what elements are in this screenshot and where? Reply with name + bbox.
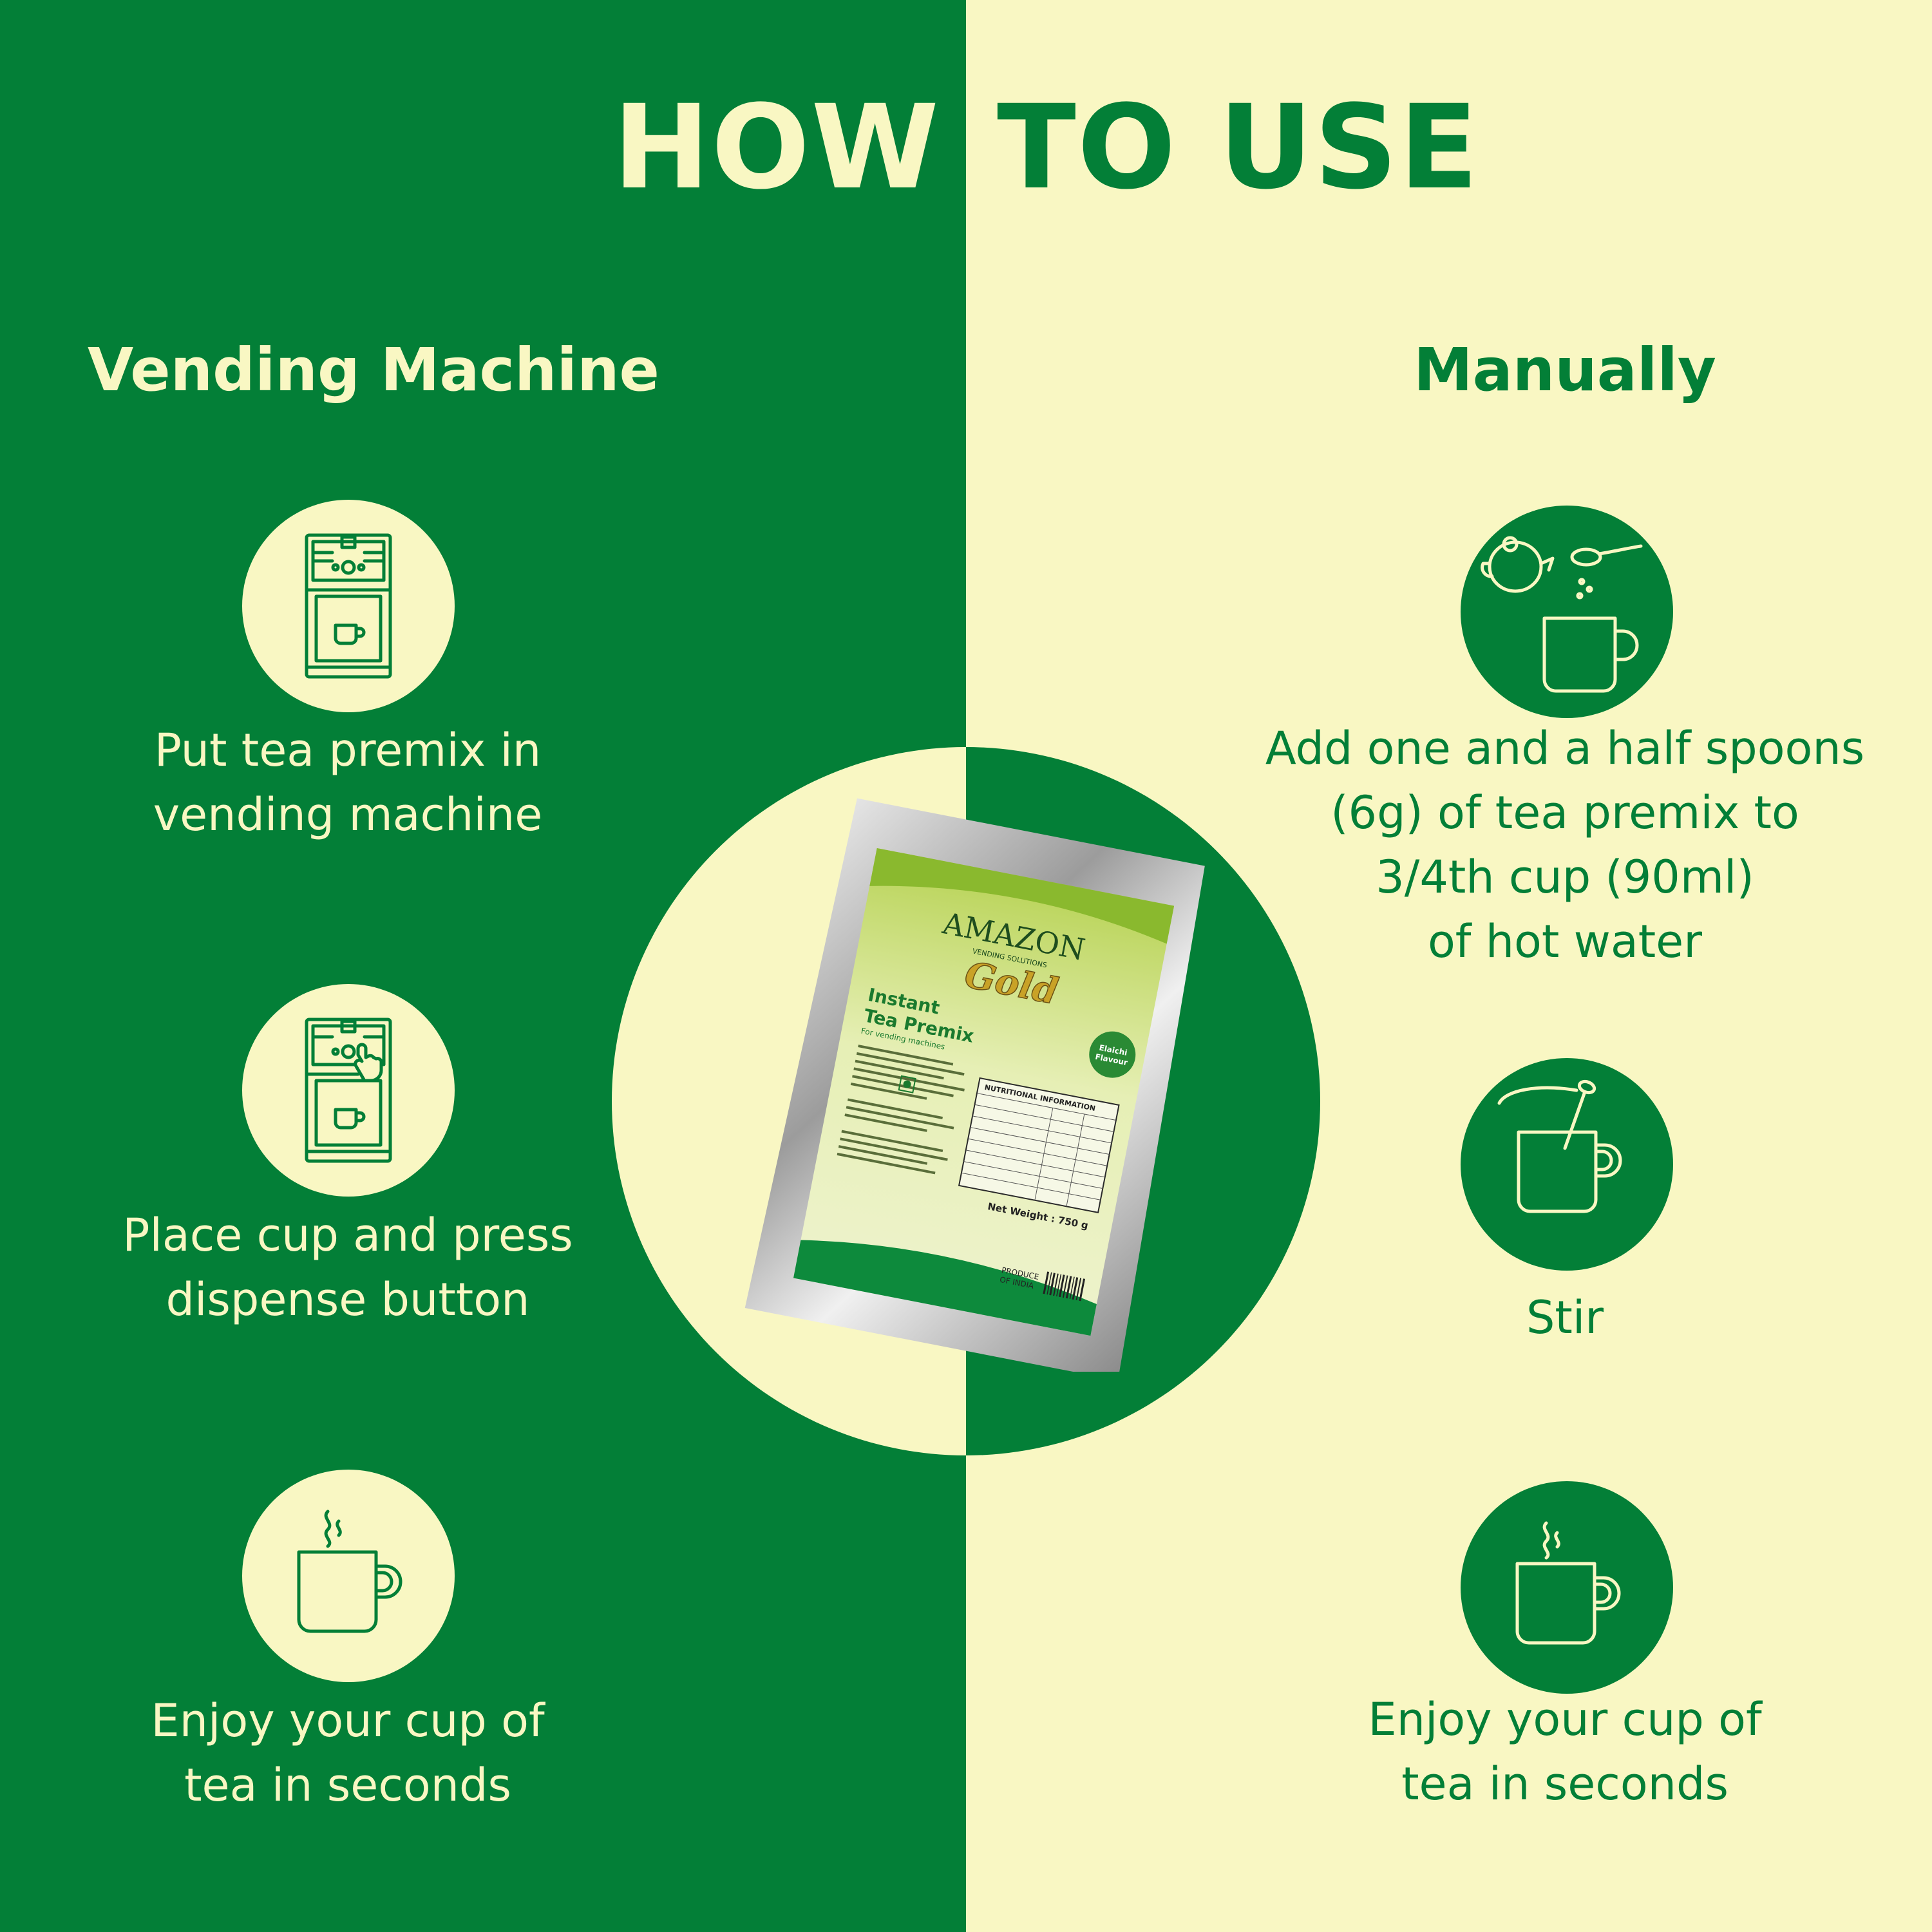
barcode [1043, 1271, 1086, 1302]
manual-step-2-text: Stir [1146, 1285, 1932, 1350]
manual-step-1-circle [1461, 506, 1673, 718]
vending-step-2-circle [242, 984, 455, 1197]
vending-machine-heading: Vending Machine [88, 336, 659, 404]
manual-step-3-text: Enjoy your cup of tea in seconds [1146, 1687, 1932, 1816]
vending-step-1-circle [242, 500, 455, 712]
manual-step-1-line-3: 3/4th cup (90ml) [1376, 851, 1754, 904]
manual-step-3-line-2: tea in seconds [1401, 1757, 1728, 1810]
title-how: HOW [612, 80, 940, 215]
vending-machine-icon [305, 533, 392, 679]
manual-step-1-line-4: of hot water [1427, 915, 1703, 968]
manual-step-3-circle [1461, 1481, 1673, 1694]
manual-step-3-line-1: Enjoy your cup of [1368, 1693, 1762, 1746]
vending-step-1-line-1: Put tea premix in [154, 724, 542, 777]
manual-step-1-line-1: Add one and a half spoons [1265, 722, 1865, 775]
manual-step-2-line-1: Stir [1526, 1291, 1604, 1344]
vending-press-button-icon [305, 1018, 392, 1163]
title-to-use: TO USE [997, 80, 1480, 215]
pack-flavour-badge [1089, 1031, 1136, 1078]
veg-mark [898, 1075, 916, 1094]
manually-heading: Manually [1414, 336, 1716, 404]
manual-step-2-circle [1461, 1058, 1673, 1271]
manual-step-1-line-2: (6g) of tea premix to [1331, 786, 1799, 839]
kettle-spoon-cup-icon [1481, 536, 1643, 693]
vending-step-3-text: Enjoy your cup of tea in seconds [0, 1689, 696, 1817]
vending-step-2-text: Place cup and press dispense button [0, 1203, 696, 1332]
hot-tea-cup-icon [297, 1510, 402, 1633]
product-pack-image: AMAZON VENDING SOLUTIONS Gold Instant Te… [744, 798, 1205, 1372]
vending-step-2-line-2: dispense button [166, 1273, 530, 1326]
manual-step-1-text: Add one and a half spoons (6g) of tea pr… [1146, 716, 1932, 974]
vending-step-2-line-1: Place cup and press [122, 1209, 573, 1262]
vending-step-3-circle [242, 1470, 455, 1682]
vending-step-3-line-2: tea in seconds [184, 1759, 511, 1812]
stir-cup-icon [1497, 1079, 1622, 1213]
vending-step-1-line-2: vending machine [153, 788, 543, 841]
hot-tea-cup-icon [1515, 1521, 1621, 1645]
nutrition-table [958, 1077, 1120, 1214]
vending-step-1-text: Put tea premix in vending machine [0, 718, 696, 847]
vending-step-3-line-1: Enjoy your cup of [151, 1694, 545, 1747]
